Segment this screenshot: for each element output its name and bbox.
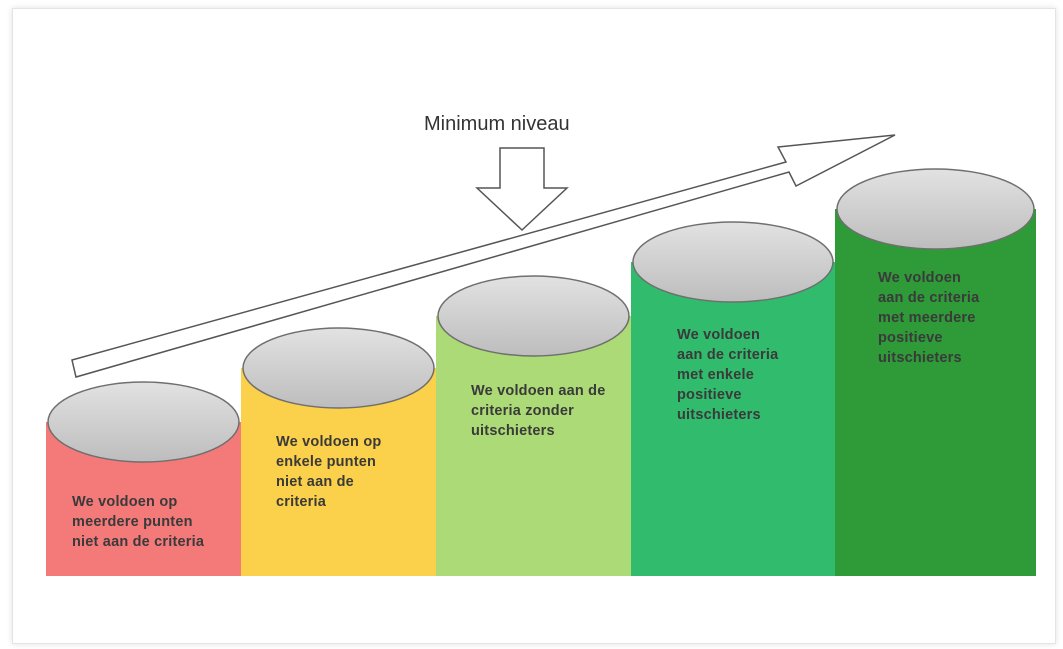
rising-arrow-icon bbox=[71, 134, 896, 378]
cylinder-cap-3 bbox=[437, 275, 630, 357]
cylinder-group bbox=[46, 168, 1036, 576]
step-label-1: We voldoen op meerdere punten niet aan d… bbox=[72, 494, 205, 550]
step-label-4: We voldoen aan de criteria met enkele po… bbox=[677, 327, 779, 423]
page-frame bbox=[12, 8, 1056, 644]
cylinder-cap-4 bbox=[632, 221, 834, 303]
step-label-5: We voldoen aan de criteria met meerdere … bbox=[878, 270, 980, 366]
cylinder-cap-2 bbox=[242, 327, 435, 409]
minimum-level-title: Minimum niveau bbox=[424, 113, 570, 135]
cylinder-body-4 bbox=[631, 262, 835, 576]
step-label-2: We voldoen op enkele punten niet aan de … bbox=[276, 434, 382, 510]
cylinder-cap-1 bbox=[47, 381, 240, 463]
cylinder-body-5 bbox=[835, 209, 1036, 576]
step-label-3: We voldoen aan de criteria zonder uitsch… bbox=[471, 383, 606, 439]
down-arrow-icon bbox=[475, 147, 569, 232]
cylinder-body-3 bbox=[436, 316, 631, 576]
cylinder-cap-5 bbox=[836, 168, 1035, 250]
